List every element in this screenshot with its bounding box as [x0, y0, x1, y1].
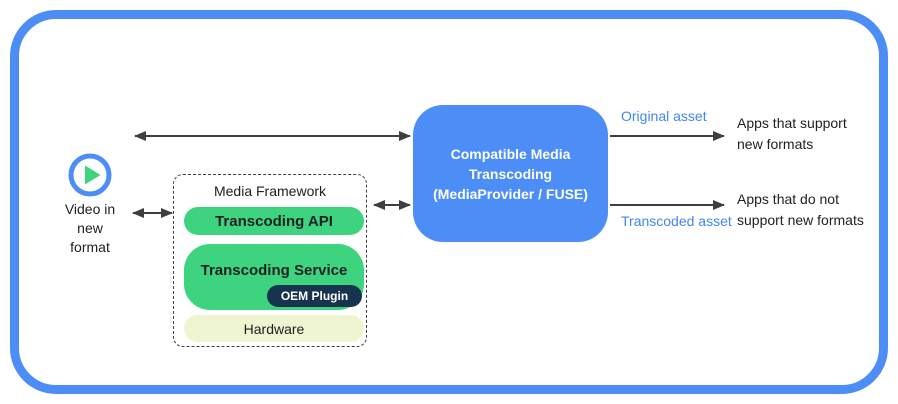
original-asset-label: Original asset: [621, 108, 707, 124]
video-source-label: Video in new format: [64, 201, 116, 255]
transcoding-api-label: Transcoding API: [215, 212, 333, 230]
compatible-media-transcoding-box: Compatible Media Transcoding (MediaProvi…: [413, 105, 608, 242]
oem-plugin-label: OEM Plugin: [280, 289, 349, 303]
oem-plugin-badge: OEM Plugin: [267, 285, 362, 307]
apps-support-new-formats-label: Apps that support new formats: [737, 115, 847, 152]
transcoded-asset-label: Transcoded asset: [621, 213, 732, 229]
hardware-layer: Hardware: [184, 315, 364, 342]
outer-frame: [10, 10, 888, 394]
apps-not-support-new-formats-label: Apps that do not support new formats: [737, 191, 864, 228]
media-framework-box: Media Framework Transcoding API Transcod…: [173, 174, 367, 347]
transcoding-service-label: Transcoding Service: [200, 262, 348, 279]
transcoding-service-layer: Transcoding Service OEM Plugin: [184, 244, 364, 310]
hardware-label: Hardware: [243, 320, 305, 337]
media-framework-title: Media Framework: [213, 183, 327, 199]
transcoding-api-layer: Transcoding API: [184, 207, 364, 235]
play-icon: [68, 153, 112, 197]
